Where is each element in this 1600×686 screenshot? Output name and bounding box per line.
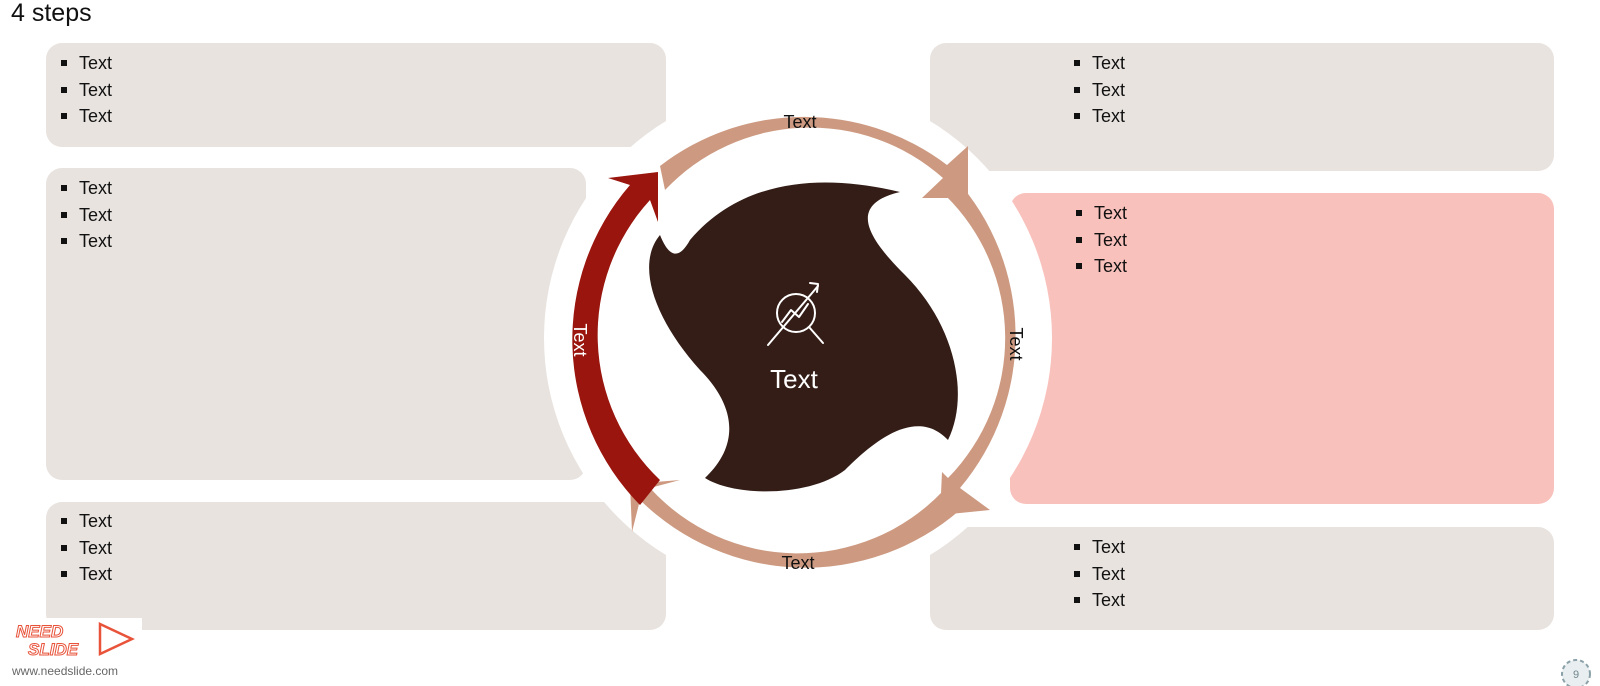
list-top-right: Text Text Text (1070, 50, 1125, 130)
list-item: Text (57, 50, 112, 77)
list-bottom-right: Text Text Text (1070, 534, 1125, 614)
list-item: Text (1070, 534, 1125, 561)
panel-middle-right (1010, 193, 1554, 504)
panel-middle-left (46, 168, 586, 480)
panel-top-right (930, 43, 1554, 171)
logo-text-slide: SLIDE (28, 640, 79, 659)
center-label: Text (770, 364, 818, 394)
list-item: Text (1070, 587, 1125, 614)
panel-top-left (46, 43, 666, 147)
list-item: Text (57, 561, 112, 588)
page-number-badge: 9 (1561, 659, 1591, 686)
needslide-logo: NEED SLIDE (12, 618, 142, 660)
list-item: Text (1072, 253, 1127, 280)
list-item: Text (1070, 103, 1125, 130)
list-item: Text (57, 175, 112, 202)
slide-title: 4 steps (11, 0, 92, 27)
list-item: Text (1070, 77, 1125, 104)
arrow-left-label: Text (570, 323, 590, 356)
arrow-top-label: Text (783, 112, 816, 132)
arrow-right-label: Text (1006, 327, 1026, 360)
list-middle-right: Text Text Text (1072, 200, 1127, 280)
list-item: Text (1070, 561, 1125, 588)
list-item: Text (57, 77, 112, 104)
logo-text-need: NEED (16, 622, 63, 641)
center-blob (649, 182, 958, 492)
list-item: Text (1072, 200, 1127, 227)
list-item: Text (57, 103, 112, 130)
list-item: Text (57, 508, 112, 535)
arrow-bottom-label: Text (781, 553, 814, 573)
arrow-left (572, 172, 660, 505)
list-item: Text (57, 202, 112, 229)
page-number: 9 (1573, 669, 1579, 681)
arrow-right (940, 178, 1016, 515)
panel-bottom-right (930, 527, 1554, 630)
footer-url: www.needslide.com (12, 664, 119, 678)
arrow-bottom (630, 480, 960, 568)
magnifier-growth-chart-icon (767, 282, 824, 346)
arrow-top (660, 116, 968, 198)
list-item: Text (57, 228, 112, 255)
list-item: Text (57, 535, 112, 562)
list-bottom-left: Text Text Text (57, 508, 112, 588)
list-item: Text (1072, 227, 1127, 254)
panel-bottom-left (46, 502, 666, 630)
list-middle-left: Text Text Text (57, 175, 112, 255)
list-item: Text (1070, 50, 1125, 77)
list-top-left: Text Text Text (57, 50, 112, 130)
